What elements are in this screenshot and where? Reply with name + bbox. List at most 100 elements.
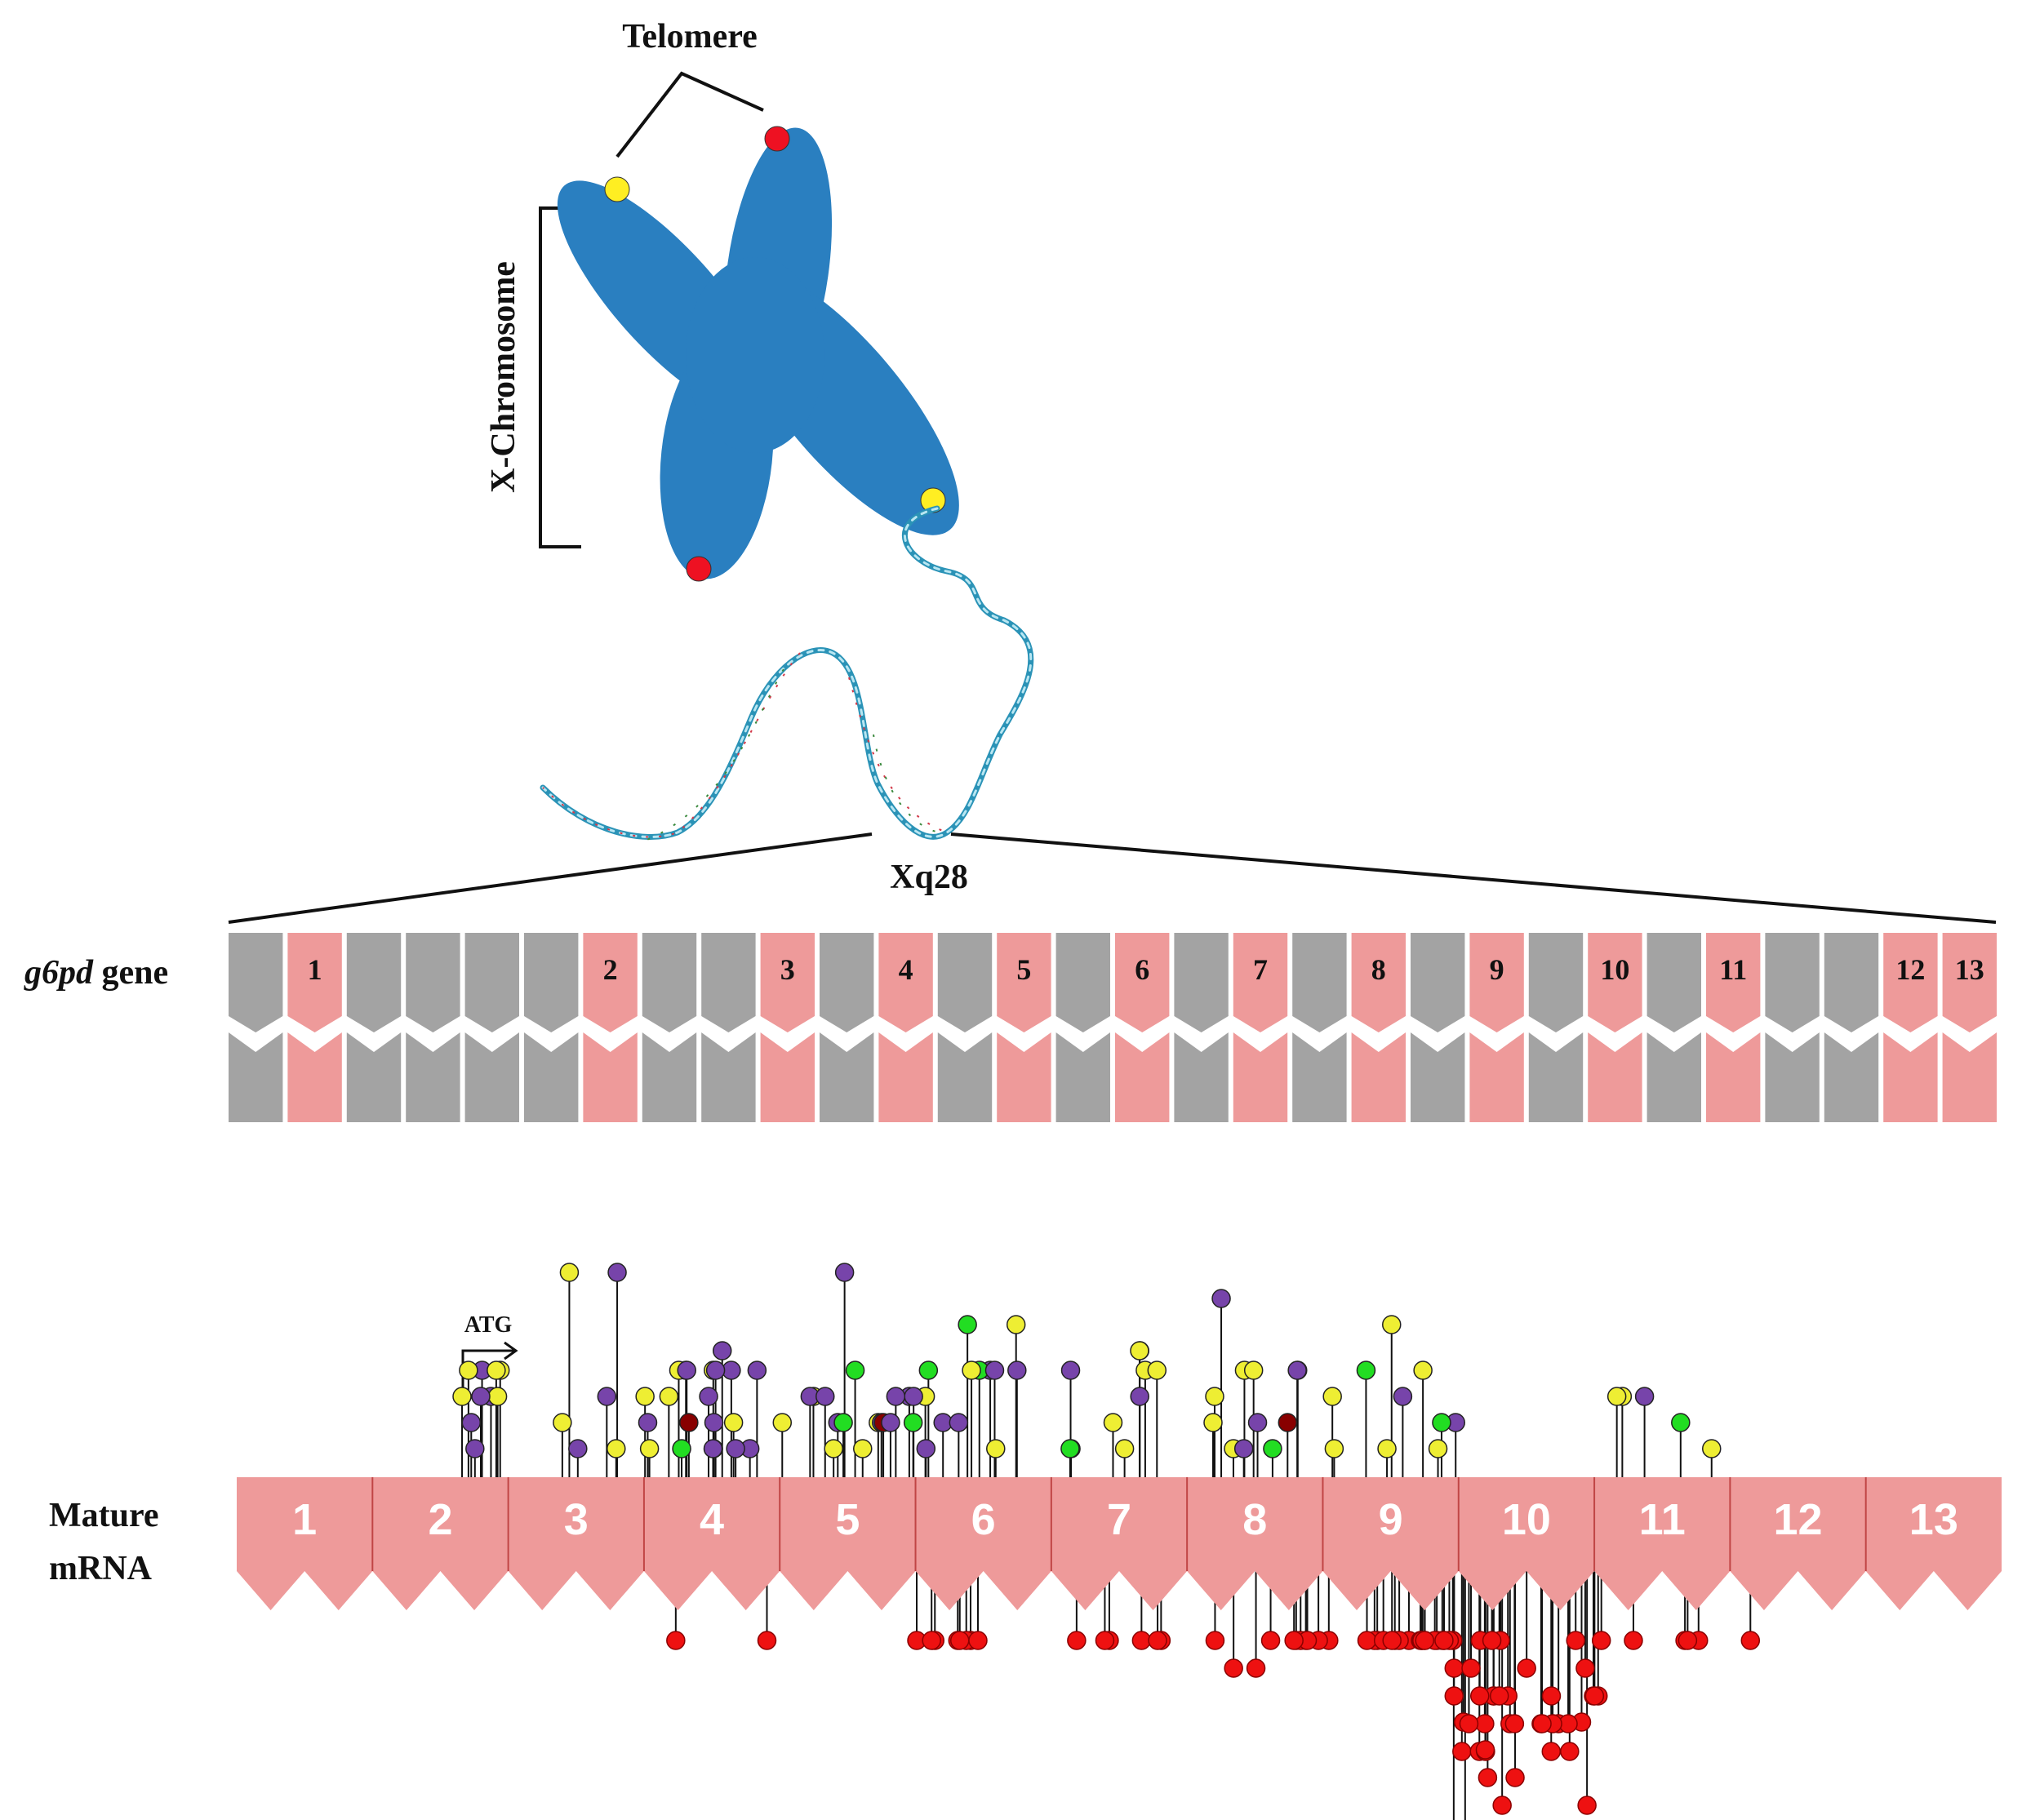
gene-exon: 8 (1351, 933, 1406, 1122)
mutation-marker-yellow (1377, 1439, 1397, 1458)
mutation-marker-yellow (1382, 1315, 1402, 1334)
mutation-marker-purple (638, 1413, 658, 1432)
mutation-marker-red (1492, 1796, 1512, 1815)
gene-intron-lower (229, 1032, 283, 1122)
mutation-marker-yellow (659, 1387, 679, 1406)
gene-intron-lower (1292, 1032, 1347, 1122)
gene-exon-lower (878, 1032, 933, 1122)
gene-intron-upper (1646, 933, 1701, 1032)
mrna-exon: 11 (1593, 1477, 1686, 1571)
gene-exon-upper (997, 933, 1051, 1032)
mutation-marker-green (1060, 1439, 1080, 1458)
mutation-marker-yellow (1243, 1361, 1264, 1380)
mutation-marker-yellow (1428, 1439, 1448, 1458)
gene-exon-number: 10 (1600, 953, 1629, 986)
gene-intron (229, 933, 283, 1122)
mutation-marker-yellow (1006, 1315, 1026, 1334)
mutation-marker-yellow (1203, 1413, 1223, 1432)
mutation-marker-red (1489, 1686, 1509, 1706)
gene-exon-lower (760, 1032, 815, 1122)
gene-exon-upper (760, 933, 815, 1032)
mutation-marker-green (833, 1413, 853, 1432)
centromere (686, 257, 824, 453)
mutation-marker-red (1560, 1742, 1580, 1761)
mutation-marker-yellow (639, 1439, 660, 1458)
gene-exon-lower (1469, 1032, 1524, 1122)
mrna-exon: 12 (1729, 1477, 1823, 1571)
mutation-marker-yellow (1147, 1361, 1167, 1380)
mutation-marker-yellow (1413, 1361, 1433, 1380)
dna-strand-helix (541, 507, 1033, 838)
mutation-marker-yellow (607, 1439, 626, 1458)
mrna-exon: 2 (371, 1477, 452, 1571)
gene-exon-lower (1883, 1032, 1938, 1122)
mutation-marker-purple (1634, 1387, 1655, 1406)
mutation-marker-green (903, 1413, 923, 1432)
mutation-marker-red (1260, 1631, 1281, 1650)
mutation-marker-red (1284, 1631, 1304, 1650)
gene-exon-number: 7 (1253, 953, 1268, 986)
mature-mrna-label-line1: Mature (49, 1497, 159, 1534)
gene-intron-upper (820, 933, 874, 1032)
gene-intron (1055, 933, 1110, 1122)
mutation-marker-red (1740, 1631, 1761, 1650)
gene-exon: 3 (760, 933, 815, 1122)
mutation-marker-red (1224, 1658, 1243, 1678)
mutation-marker-red (1382, 1631, 1402, 1650)
mrna-exon: 1 (292, 1495, 317, 1544)
gene-intron-upper (1765, 933, 1820, 1032)
gene-exon: 4 (878, 933, 933, 1122)
mrna-exon-number: 11 (1639, 1495, 1686, 1544)
atg-arrow (461, 1349, 514, 1404)
mutation-marker-yellow (1702, 1439, 1722, 1458)
gene-exon: 1 (287, 933, 342, 1122)
atg-arrowhead (504, 1341, 518, 1361)
mutation-marker-red (1444, 1686, 1464, 1706)
mutation-marker-yellow (1322, 1387, 1342, 1406)
telomere-bracket (615, 71, 764, 158)
gene-intron-lower (1174, 1032, 1229, 1122)
mutation-marker-red (1505, 1768, 1525, 1787)
gene-intron-upper (1411, 933, 1465, 1032)
gene-exon: 10 (1588, 933, 1642, 1122)
gene-exon-number: 8 (1371, 953, 1386, 986)
mutation-marker-red (1067, 1631, 1087, 1650)
mutation-marker-red (1205, 1631, 1225, 1650)
gene-exon-number: 2 (603, 953, 618, 986)
gene-intron (642, 933, 697, 1122)
mutation-marker-red (1459, 1714, 1479, 1733)
mutation-marker-red (757, 1631, 777, 1650)
mutation-marker-purple (1007, 1361, 1027, 1380)
telomere-red-lower-dot (686, 556, 712, 582)
mutation-marker-purple (1247, 1413, 1268, 1432)
mrna-exon-number: 7 (1107, 1495, 1131, 1544)
gene-intron (1174, 933, 1229, 1122)
gene-intron (820, 933, 874, 1122)
gene-intron-upper (346, 933, 402, 1032)
gene-exon-upper (287, 933, 342, 1032)
gene-intron-upper (1174, 933, 1229, 1032)
atg-label: ATG (464, 1312, 513, 1338)
mutation-marker-purple (597, 1387, 617, 1406)
mutation-marker-yellow (1606, 1387, 1627, 1406)
gene-suffix: gene (93, 954, 168, 992)
mutation-marker-purple (677, 1361, 696, 1380)
gene-exon-upper (1115, 933, 1170, 1032)
mutation-marker-red (1577, 1796, 1597, 1815)
gene-exon-number: 3 (780, 953, 795, 986)
gene-exon: 5 (997, 933, 1051, 1122)
mutation-marker-yellow (487, 1361, 506, 1380)
gene-intron (346, 933, 402, 1122)
gene-intron (1646, 933, 1701, 1122)
mrna-exon: 3 (507, 1477, 589, 1571)
mutation-marker-red (1461, 1658, 1481, 1678)
mutation-marker-yellow (487, 1387, 508, 1406)
mutation-marker-red (1469, 1686, 1490, 1706)
mutation-marker-purple (705, 1361, 726, 1380)
gene-intron-upper (1292, 933, 1347, 1032)
mutation-marker-purple (712, 1341, 732, 1361)
mutation-marker-red (950, 1631, 970, 1650)
mutation-marker-red (1504, 1714, 1525, 1733)
gene-exon-upper (1588, 933, 1642, 1032)
